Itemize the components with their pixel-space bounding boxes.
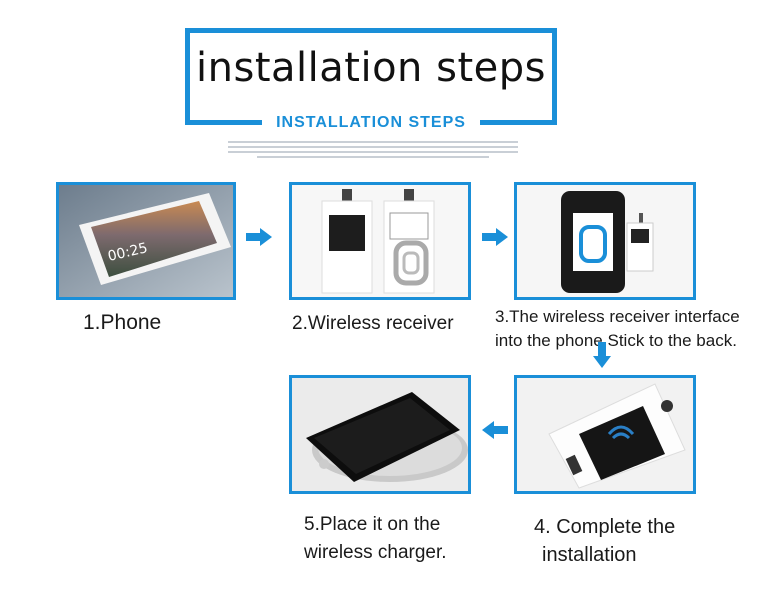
arrow-right-icon — [246, 228, 272, 246]
step-5-caption-line-1: 5.Place it on the — [304, 514, 441, 535]
step-2-photo — [289, 182, 471, 300]
step-2-caption: 2.Wireless receiver — [292, 313, 454, 334]
header-frame: installation steps INSTALLATION STEPS — [185, 28, 557, 131]
step-4-photo — [514, 375, 696, 494]
phone-back-image — [561, 191, 654, 293]
page-subtitle: INSTALLATION STEPS — [190, 114, 552, 132]
step-1-caption: 1.Phone — [83, 311, 162, 334]
step-3-caption: 3.The wireless receiver interface into t… — [495, 305, 740, 353]
step-5-photo — [289, 375, 471, 494]
wireless-charger-image — [306, 392, 468, 482]
step-5-caption: 5.Place it on the wireless charger. — [304, 511, 447, 567]
step-1-photo: 00:25 — [56, 182, 236, 300]
step-4-caption-line-1: 4. Complete the — [534, 516, 676, 538]
phone-image: 00:25 — [59, 185, 233, 297]
step-5-caption-line-2: wireless charger. — [304, 542, 447, 563]
step-4-caption: 4. Complete the installation — [534, 513, 675, 569]
arrow-left-icon — [482, 421, 508, 439]
step-4-caption-line-2: installation — [542, 544, 637, 566]
decorative-fine-text — [228, 138, 518, 164]
installed-receiver-image — [548, 383, 686, 489]
arrow-down-icon — [593, 342, 611, 368]
page-title: installation steps — [196, 45, 546, 91]
step-3-caption-line-1: 3.The wireless receiver interface — [495, 307, 740, 326]
step-3-photo — [514, 182, 696, 300]
step-3-caption-line-2: into the phone,Stick to the back. — [495, 331, 737, 350]
wireless-receiver-image — [321, 189, 435, 294]
page-subtitle-text: INSTALLATION STEPS — [262, 114, 480, 131]
arrow-right-icon — [482, 228, 508, 246]
